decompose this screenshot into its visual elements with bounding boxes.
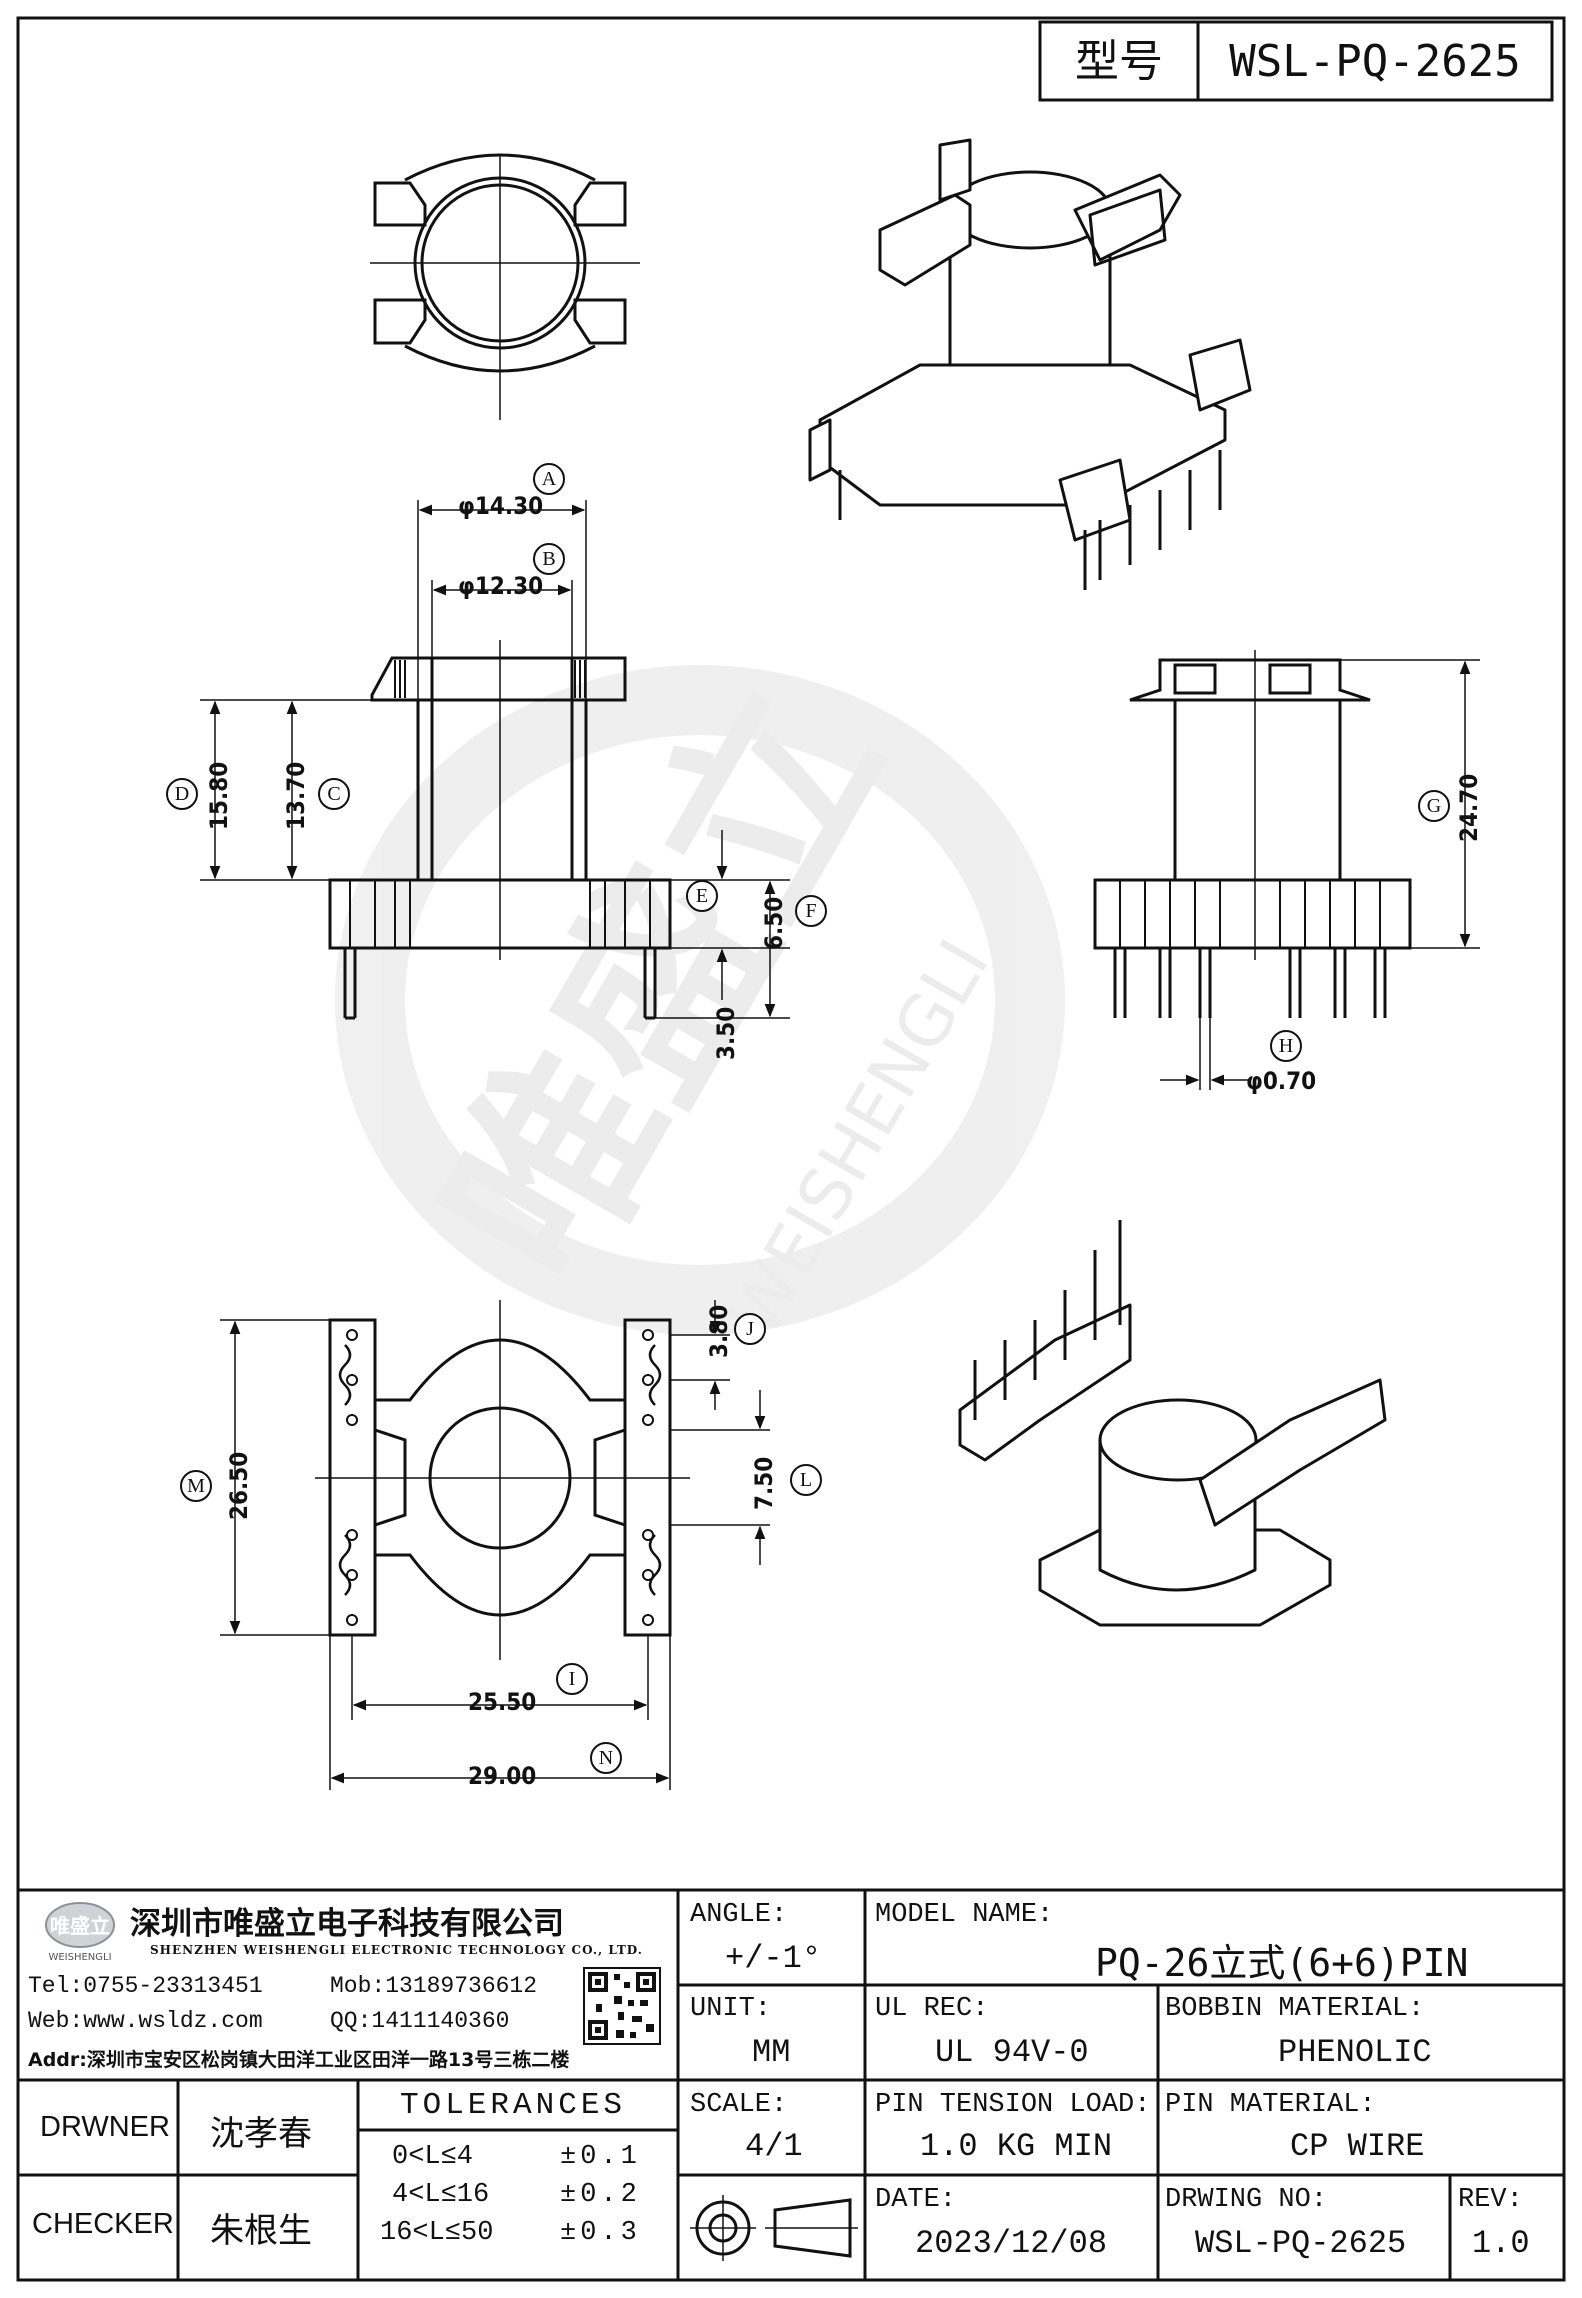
dim-n-value: 29.00 (468, 1762, 537, 1790)
tolerance-value-2: ±0.2 (560, 2180, 641, 2210)
dim-j-value: 3.80 (705, 1304, 733, 1358)
tolerances-title: TOLERANCES (400, 2088, 627, 2123)
dim-i-value: 25.50 (468, 1688, 537, 1716)
front-view (200, 500, 790, 1020)
ul-value: UL 94V-0 (935, 2034, 1089, 2071)
pin-material-value: CP WIRE (1290, 2128, 1425, 2165)
scale-label: SCALE: (690, 2090, 788, 2120)
company-logo: 唯盛立 WEISHENGLI (45, 1902, 115, 1963)
dim-i-tag: I (556, 1663, 588, 1695)
dim-g-tag: G (1418, 790, 1450, 822)
rev-label: REV: (1458, 2185, 1523, 2215)
projection-symbol-icon (690, 2195, 858, 2261)
sheet-border (16, 16, 1566, 2282)
bobbin-label: BOBBIN MATERIAL: (1165, 1994, 1425, 2024)
company-tel: Tel:0755-23313451 (28, 1973, 263, 1999)
dim-d-value: 15.80 (205, 761, 233, 830)
unit-label: UNIT: (690, 1994, 772, 2024)
model-name-label: MODEL NAME: (875, 1900, 1054, 1930)
dim-e-tag: E (686, 880, 718, 912)
dim-e-value: 3.50 (712, 1006, 740, 1060)
dim-a-value: φ14.30 (458, 492, 544, 520)
scale-value: 4/1 (745, 2128, 803, 2165)
model-value: WSL-PQ-2625 (1229, 36, 1520, 87)
title-block-lines (18, 1888, 1564, 2280)
unit-value: MM (752, 2034, 791, 2071)
drawer-label: DRWNER (40, 2111, 170, 2143)
dim-f-tag: F (795, 895, 827, 927)
dim-l-tag: L (790, 1464, 822, 1496)
pin-tension-label: PIN TENSION LOAD: (875, 2090, 1151, 2120)
side-view (1093, 650, 1480, 1090)
dim-b-tag: B (533, 543, 565, 575)
tolerance-range-2: 4<L≤16 (392, 2180, 490, 2210)
company-web: Web:www.wsldz.com (28, 2008, 263, 2034)
checker-label: CHECKER (32, 2208, 174, 2240)
tolerance-range-3: 16<L≤50 (380, 2218, 494, 2248)
dim-g-value: 24.70 (1455, 773, 1483, 842)
dim-a-tag: A (533, 463, 565, 495)
date-label: DATE: (875, 2185, 957, 2215)
dim-m-value: 26.50 (225, 1451, 253, 1520)
dim-m-tag: M (180, 1470, 212, 1502)
logo-sub: WEISHENGLI (48, 1952, 111, 1963)
tolerance-value-1: ±0.1 (560, 2142, 641, 2172)
top-view (370, 153, 640, 420)
qr-code (583, 1967, 661, 2045)
isometric-view-top (808, 138, 1252, 590)
checker-name: 朱根生 (210, 2211, 312, 2251)
tolerance-range-1: 0<L≤4 (392, 2142, 474, 2172)
company-address: Addr:深圳市宝安区松岗镇大田洋工业区田洋一路13号三栋二楼 (28, 2049, 570, 2071)
dim-c-value: 13.70 (282, 761, 310, 830)
dim-f-value: 6.50 (760, 896, 788, 950)
dim-j-tag: J (734, 1313, 766, 1345)
ul-label: UL REC: (875, 1994, 989, 2024)
bobbin-value: PHENOLIC (1278, 2034, 1432, 2071)
model-name-value: PQ-26立式(6+6)PIN (1095, 1941, 1469, 1985)
logo-text: 唯盛立 (50, 1914, 110, 1938)
isometric-view-bottom (958, 1220, 1387, 1627)
dim-n-tag: N (590, 1742, 622, 1774)
angle-value: +/-1° (725, 1940, 822, 1977)
angle-label: ANGLE: (690, 1900, 788, 1930)
dim-l-value: 7.50 (750, 1456, 778, 1510)
company-name-cn: 深圳市唯盛立电子科技有限公司 (130, 1906, 564, 1942)
dim-b-value: φ12.30 (458, 572, 544, 600)
company-qq: QQ:1411140360 (330, 2008, 510, 2034)
bottom-view (220, 1300, 770, 1790)
pin-tension-value: 1.0 KG MIN (920, 2128, 1113, 2165)
date-value: 2023/12/08 (915, 2225, 1108, 2262)
model-box: 型号 WSL-PQ-2625 (1038, 20, 1554, 102)
company-mob: Mob:13189736612 (330, 1973, 538, 1999)
drawing-no-label: DRWING NO: (1165, 2185, 1328, 2215)
model-label: 型号 (1075, 36, 1163, 87)
company-name-en: SHENZHEN WEISHENGLI ELECTRONIC TECHNOLOG… (150, 1943, 643, 1957)
dim-c-tag: C (318, 778, 350, 810)
pin-material-label: PIN MATERIAL: (1165, 2090, 1376, 2120)
tolerance-value-3: ±0.3 (560, 2218, 641, 2248)
dim-d-tag: D (166, 778, 198, 810)
drawing-no-value: WSL-PQ-2625 (1195, 2225, 1407, 2262)
drawer-name: 沈孝春 (210, 2114, 312, 2154)
dim-h-tag: H (1270, 1030, 1302, 1062)
rev-value: 1.0 (1472, 2225, 1530, 2262)
dim-h-value: φ0.70 (1246, 1067, 1317, 1095)
